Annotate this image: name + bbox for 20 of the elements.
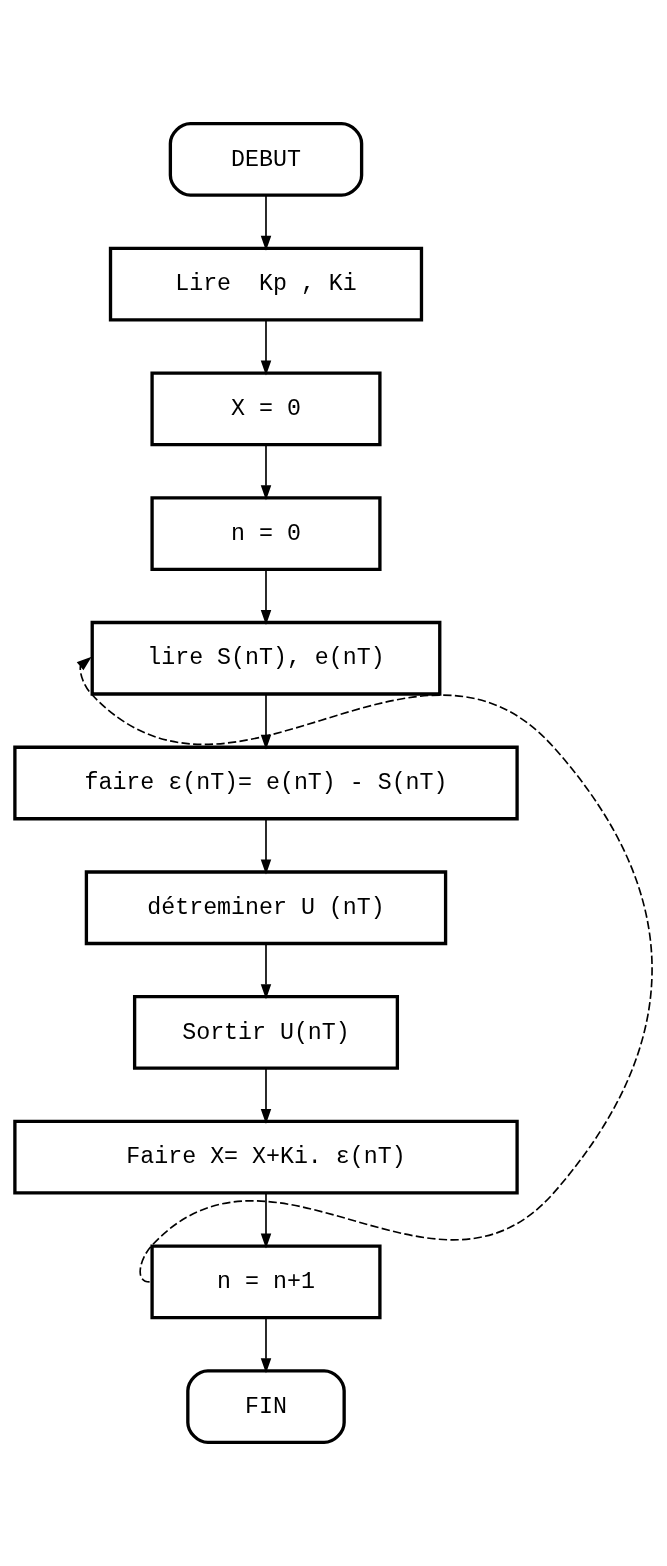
node-box: FIN [186,1369,346,1444]
arrow [260,1067,272,1124]
arrow [260,1192,272,1249]
node-box: faire ε(nT)= e(nT) - S(nT) [13,745,519,821]
node-box: Sortir U(nT) [132,995,400,1070]
node-box: n = 0 [150,496,382,571]
node-box: lire S(nT), e(nT) [90,620,442,696]
arrow [260,568,272,625]
arrow [260,194,272,251]
arrow [260,1317,272,1374]
node-box: n = n+1 [150,1244,382,1320]
node-box: Faire X= X+Ki. ε(nT) [13,1119,519,1195]
arrow [260,818,272,875]
node-box: détreminer U (nT) [84,870,448,946]
arrow [260,943,272,1000]
node-box: X = 0 [150,371,382,447]
arrow [260,444,272,501]
node-box: DEBUT [168,122,364,197]
arrow [260,319,272,376]
node-box: Lire Kp , Ki [108,246,424,322]
